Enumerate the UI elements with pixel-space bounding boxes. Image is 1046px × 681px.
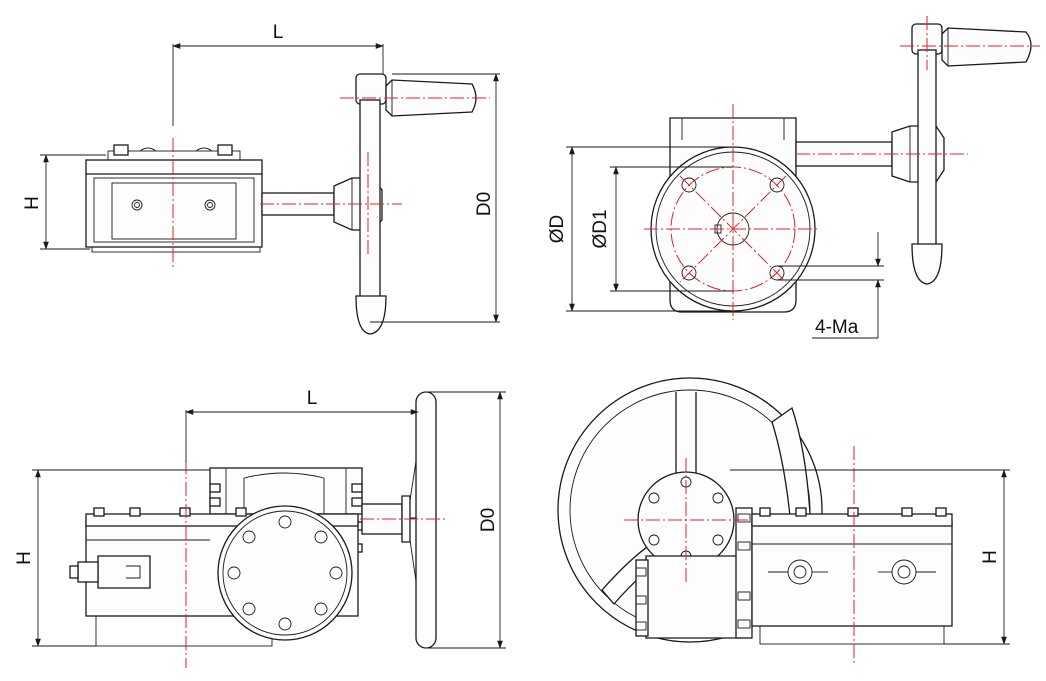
dim-label-handwheel-diameter: D0 (474, 192, 495, 216)
bolt-icon (235, 507, 247, 517)
bolt-head-icon (712, 534, 724, 546)
bolt-head-icon (242, 530, 256, 544)
dim-label-bolt-circle: ØD1 (590, 209, 611, 248)
bolt-head-icon (314, 602, 328, 616)
bolt-icon (179, 507, 191, 517)
dim-label-height: H (14, 551, 35, 565)
plug-icon (204, 199, 216, 211)
handwheel-rim (415, 391, 437, 649)
bolt-head-icon (648, 534, 660, 546)
dim-label-length: L (307, 388, 318, 409)
bolt-icon (935, 507, 947, 517)
flange-circle (217, 505, 353, 641)
dim-label-length: L (273, 22, 284, 43)
bolt-icon (217, 144, 233, 156)
handwheel-rim (917, 49, 937, 249)
bolt-head-icon (242, 602, 256, 616)
bottom-left-view: L H D0 (14, 388, 506, 668)
bolt-head-icon (329, 566, 343, 580)
gearbox-body (751, 521, 953, 627)
bolt-icon (847, 507, 859, 517)
bolt-icon (795, 507, 807, 517)
bottom-right-view: H (557, 377, 1010, 664)
top-right-view: ØD ØD1 4-Ma (547, 16, 1040, 339)
bolt-hole-icon (769, 177, 785, 193)
bolt-head-icon (712, 492, 724, 504)
dim-label-flange-diameter: ØD (547, 215, 568, 244)
handwheel-rim (359, 99, 381, 299)
bolt-head-icon (314, 530, 328, 544)
dim-label-height: H (980, 550, 1001, 564)
dim-label-handwheel-diameter: D0 (478, 508, 499, 532)
bolt-head-icon (227, 566, 241, 580)
bolt-icon (901, 507, 913, 517)
dim-label-bolt-holes: 4-Ma (815, 317, 859, 338)
top-left-view: L H D0 (22, 22, 500, 335)
bolt-icon (93, 507, 105, 517)
bolt-head-icon (278, 617, 292, 631)
bolt-icon (113, 144, 129, 156)
bolt-head-icon (648, 492, 660, 504)
bolt-hole-icon (681, 177, 697, 193)
bolt-hole-icon (681, 265, 697, 281)
plug-icon (131, 199, 143, 211)
bolt-head-icon (278, 515, 292, 529)
bolt-icon (129, 507, 141, 517)
bolt-icon (759, 507, 771, 517)
handle-grip (941, 27, 1032, 67)
dim-label-height: H (22, 196, 43, 210)
